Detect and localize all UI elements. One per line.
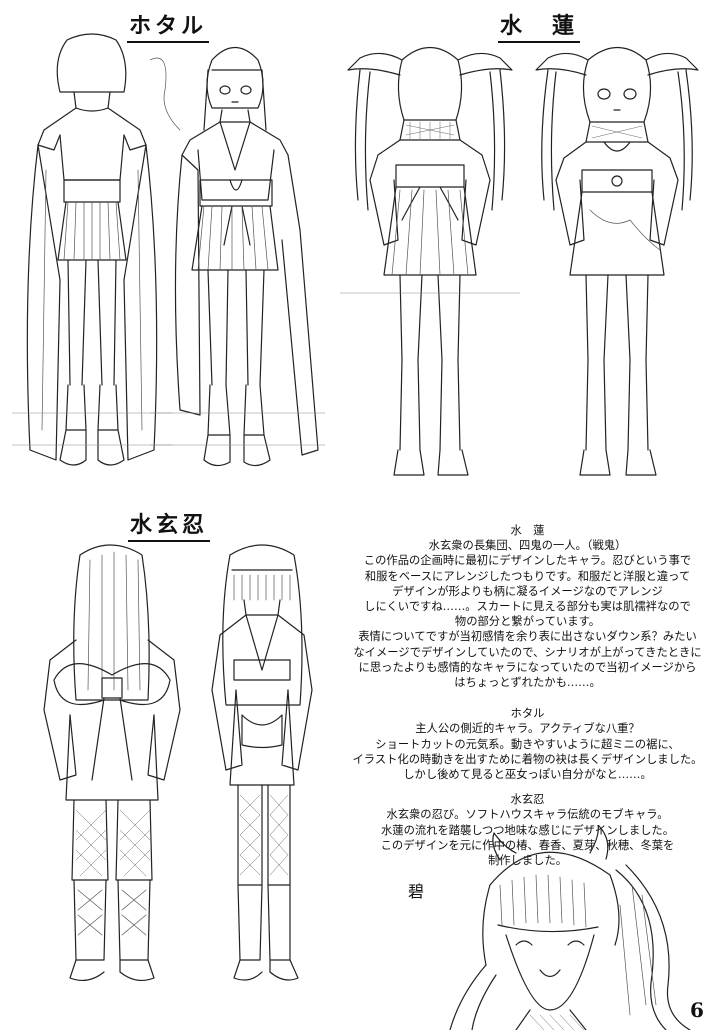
suigen-back-sketch (43, 544, 181, 982)
suiren-note-line: しにくいですね……。スカートに見える部分も実は肌襦袢なので (364, 600, 691, 614)
character-notes: 水 蓮 水玄衆の長集団、四鬼の一人。（戦鬼） この作品の企画時に最初にデザインし… (335, 517, 720, 868)
hotaru-notes-title: ホタル (510, 707, 545, 721)
hotaru-note-line: ショートカットの元気系。動きやすいように超ミニの裾に、 (375, 737, 680, 751)
suiren-note-line: この作品の企画時に最初にデザインしたキャラ。忍びという事で (363, 554, 692, 568)
hotaru-front-sketch (150, 46, 325, 467)
hotaru-note-line: 主人公の側近的キャラ。アクティブな八重？ (415, 722, 640, 736)
character-face-sketch (449, 825, 691, 1030)
suiren-note-line: 和服をベースにアレンジしたつもりです。和服だと洋服と違って (364, 569, 691, 583)
suiren-heading: 水 蓮 (498, 14, 581, 43)
suiren-note-line: 表情についてですが当初感情を余り表に出さないダウン系？みたい (358, 630, 697, 644)
hotaru-back-sketch (12, 33, 172, 466)
hotaru-heading: ホタル (127, 14, 210, 43)
artist-signature: 碧 (408, 882, 425, 901)
suiren-note-line: はちょっとずれたかも……。 (454, 676, 601, 690)
suigen-note-line: 制作しました。 (487, 854, 568, 868)
suigen-note-line: このデザインを元に作中の椿、春香、夏芽、秋穂、冬葉を (380, 838, 675, 852)
hotaru-note-line: イラスト化の時動きを出すために着物の袂は長くデザインしました。 (352, 752, 703, 766)
suiren-back-sketch (340, 47, 520, 476)
page-number: 6 (690, 998, 704, 1022)
suigen-heading: 水玄忍 (128, 513, 211, 542)
suigen-notes-title: 水玄忍 (510, 793, 545, 807)
suiren-notes-title: 水 蓮 (510, 524, 545, 537)
suiren-note-line: なイメージでデザインしていたので、シナリオが上がってきたときに (353, 645, 702, 659)
suiren-note-line: に思ったよりも感情的なキャラになっていたので当初イメージから (358, 660, 697, 674)
suigen-front-sketch (211, 544, 313, 981)
suiren-note-line: 物の部分と繋がっています。 (454, 615, 601, 629)
suiren-note-line: 水玄衆の長集団、四鬼の一人。（戦鬼） (428, 539, 627, 553)
suigen-note-line: 水蓮の流れを踏襲しつつ地味な感じにデザインしました。 (380, 823, 675, 837)
suiren-front-sketch (535, 47, 699, 476)
suigen-note-line: 水玄衆の忍び。ソフトハウスキャラ伝統のモブキャラ。 (386, 808, 669, 822)
suiren-note-line: デザインが形よりも柄に凝るイメージなのでアレンジ (392, 584, 663, 598)
hotaru-note-line: しかし後めて見ると巫女っぽい自分がなと……。 (403, 768, 652, 782)
